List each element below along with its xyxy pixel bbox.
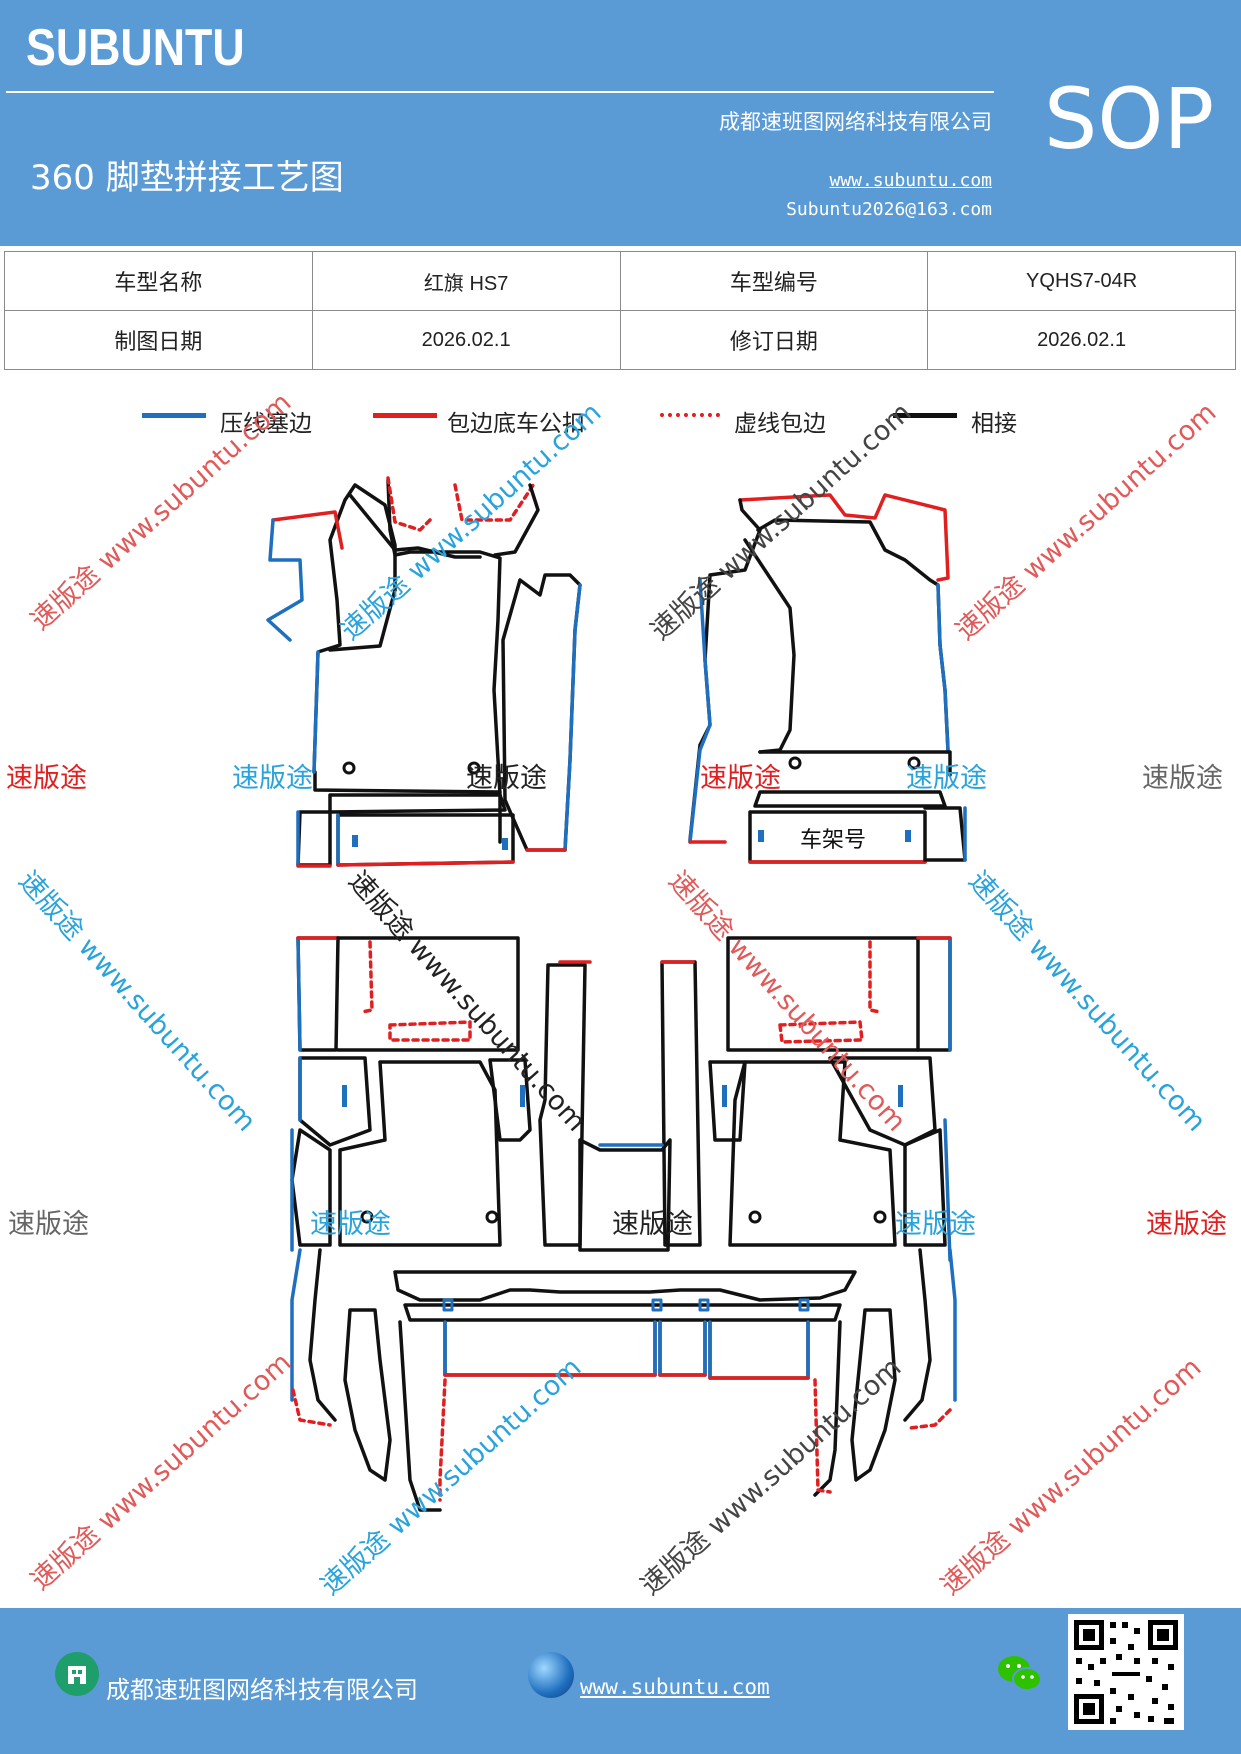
watermark-text: 速版途 — [8, 1209, 89, 1240]
globe-icon — [528, 1652, 574, 1698]
rear-mats — [290, 936, 957, 1512]
model-name-value: 红旗 HS7 — [311, 251, 621, 311]
watermark-text: 速版途 — [700, 763, 781, 794]
qr-code-pattern — [1074, 1620, 1178, 1724]
model-name-label: 车型名称 — [4, 251, 313, 311]
table-row: 车型名称 红旗 HS7 车型编号 YQHS7-04R — [4, 251, 1236, 311]
revision-date-label: 修订日期 — [619, 310, 929, 370]
watermark-text: 速版途 — [6, 763, 87, 794]
legend-swatch — [142, 413, 206, 418]
legend-label: 包边底车公扣 — [447, 411, 585, 437]
qr-code[interactable] — [1068, 1614, 1184, 1730]
legend-swatch — [373, 413, 437, 418]
email-address: Subuntu2026@163.com — [786, 199, 992, 220]
front-right-mat — [688, 493, 967, 864]
table-row: 制图日期 2026.02.1 修订日期 2026.02.1 — [4, 310, 1236, 370]
brand-logo: SUBUNTU — [26, 19, 245, 77]
header-banner — [0, 0, 1241, 246]
info-table: 车型名称 红旗 HS7 车型编号 YQHS7-04R 制图日期 2026.02.… — [4, 251, 1236, 370]
watermark-text: 速版途 — [1146, 1209, 1227, 1240]
header-divider — [6, 91, 994, 93]
legend-label: 相接 — [971, 411, 1017, 437]
watermark-text: 速版途 — [466, 763, 547, 794]
watermark-text: 速版途 — [232, 763, 313, 794]
draw-date-label: 制图日期 — [4, 310, 313, 370]
model-code-label: 车型编号 — [619, 251, 929, 311]
sop-badge: SOP — [1044, 70, 1215, 168]
website-link[interactable]: www.subuntu.com — [829, 170, 992, 191]
company-name: 成都速班图网络科技有限公司 — [719, 110, 992, 134]
legend-swatch — [660, 413, 720, 417]
legend-label: 压线塞边 — [220, 411, 312, 437]
frame-number-label: 车架号 — [800, 828, 867, 853]
watermark-text: 速版途 — [612, 1209, 693, 1240]
legend-label: 虚线包边 — [734, 411, 826, 437]
watermark-text: 速版途 — [310, 1209, 391, 1240]
page-title: 360 脚垫拼接工艺图 — [30, 158, 344, 198]
legend-swatch — [893, 413, 957, 418]
wechat-icon[interactable] — [996, 1652, 1044, 1696]
watermark-text: 速版途 — [1142, 763, 1223, 794]
draw-date-value: 2026.02.1 — [311, 310, 621, 370]
front-left-mat — [266, 476, 582, 868]
legend: 压线塞边 包边底车公扣 虚线包边 相接 — [0, 402, 1241, 438]
watermark-text: 速版途 — [906, 763, 987, 794]
footer-website-link[interactable]: www.subuntu.com — [580, 1675, 770, 1699]
footer-company: 成都速班图网络科技有限公司 — [106, 1676, 418, 1704]
building-icon — [55, 1652, 99, 1696]
revision-date-value: 2026.02.1 — [927, 310, 1236, 370]
model-code-value: YQHS7-04R — [927, 251, 1236, 311]
watermark-text: 速版途 — [895, 1209, 976, 1240]
